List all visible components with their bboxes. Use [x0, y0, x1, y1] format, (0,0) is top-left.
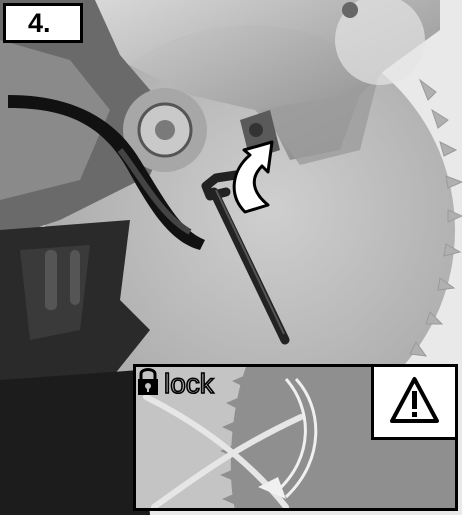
- step-number-badge: 4.: [3, 3, 83, 43]
- warning-triangle-icon: [374, 367, 455, 437]
- detail-inset: lock: [133, 364, 458, 511]
- lock-indicator: lock: [136, 367, 256, 397]
- warning-box: [371, 364, 458, 440]
- padlock-icon: [138, 370, 158, 396]
- lock-label: lock: [164, 368, 215, 397]
